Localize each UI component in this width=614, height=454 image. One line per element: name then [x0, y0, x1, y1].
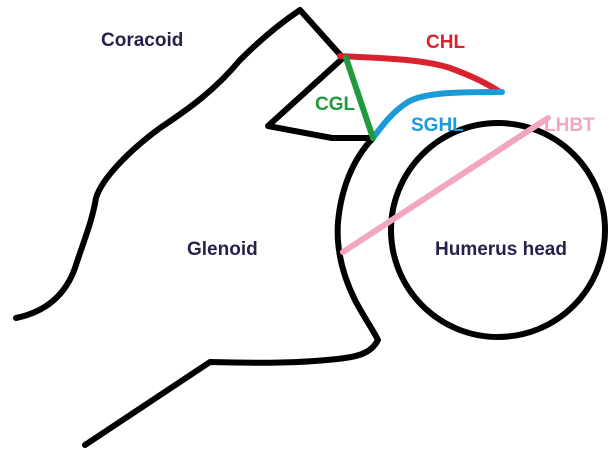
glenoid-label: Glenoid — [187, 239, 258, 260]
coracoid-label: Coracoid — [101, 30, 183, 51]
chl-line — [340, 56, 500, 92]
chl-label: CHL — [426, 32, 465, 53]
lhbt-label: LHBT — [544, 115, 595, 136]
humerus-head-label: Humerus head — [435, 239, 567, 260]
sghl-label: SGHL — [411, 115, 464, 136]
coracoid-glenoid-outline — [16, 10, 378, 445]
cgl-label: CGL — [315, 94, 356, 115]
humerus-head-circle — [391, 123, 605, 337]
